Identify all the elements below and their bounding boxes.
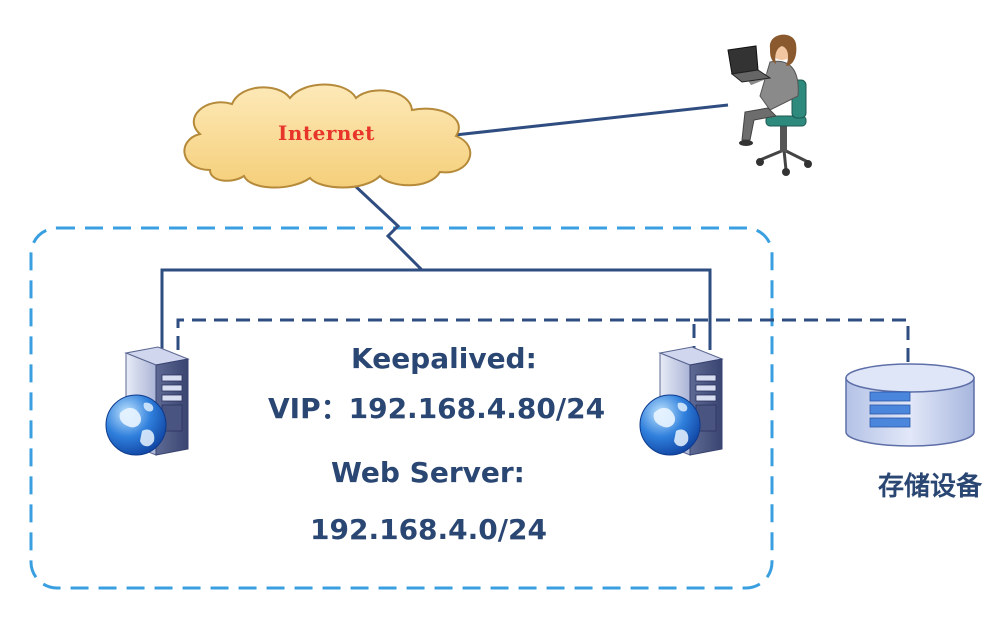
user-at-laptop-icon	[727, 34, 812, 176]
internet-to-user-link	[454, 103, 729, 137]
internet-to-cluster-link	[350, 181, 424, 272]
storage-label: 存储设备	[878, 472, 983, 502]
web-server-title: Web Server:	[331, 456, 525, 489]
storage-link	[176, 318, 696, 350]
cluster-boundary	[29, 226, 774, 590]
vip-address: VIP：192.168.4.80/24	[268, 392, 606, 425]
storage-disk-icon	[845, 363, 975, 447]
storage-link-extension	[694, 318, 910, 368]
web-server-icon	[105, 346, 189, 456]
network-bus	[160, 268, 712, 350]
web-server-icon	[639, 346, 723, 456]
internet-label: Internet	[278, 121, 375, 145]
web-server-subnet: 192.168.4.0/24	[310, 513, 547, 546]
cloud-icon	[183, 83, 472, 189]
keepalived-title: Keepalived:	[351, 342, 537, 375]
